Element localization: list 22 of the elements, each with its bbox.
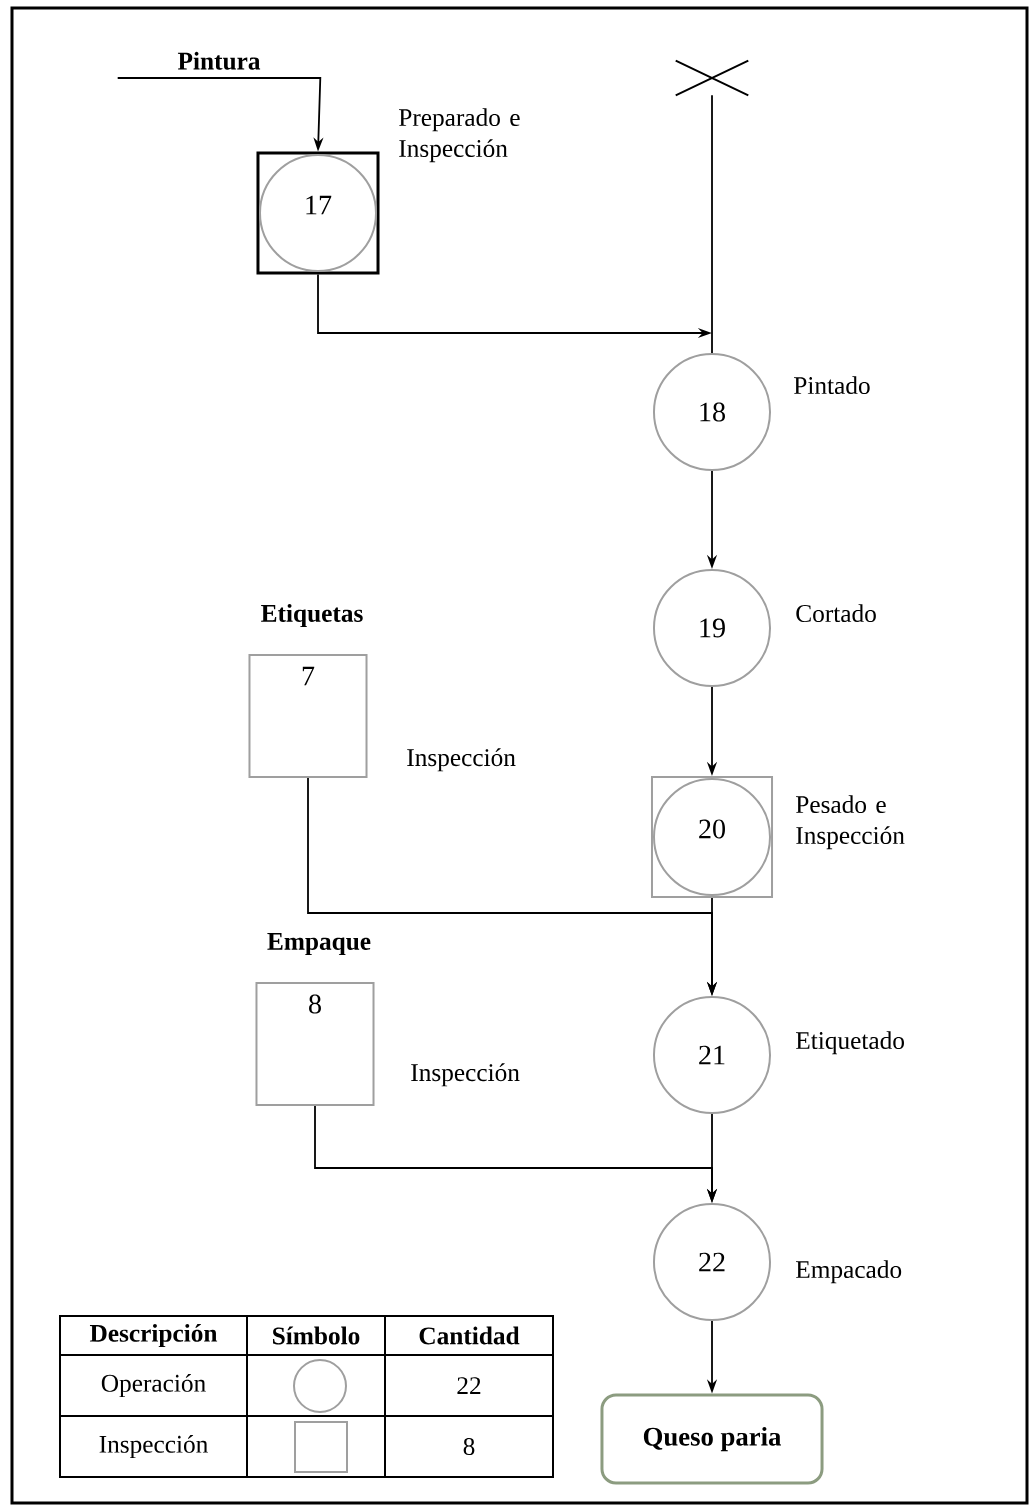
terminal-box: Queso paria: [600, 1393, 824, 1485]
table-header: Símbolo: [273, 1326, 360, 1345]
step-description: Pintado: [794, 376, 870, 395]
table-header: Cantidad: [419, 1326, 520, 1345]
step-description: Empacado: [796, 1260, 902, 1284]
table-cell: Operación: [101, 1374, 206, 1397]
step-description: Preparado e Inspección: [399, 108, 520, 163]
step-description: Etiquetado: [796, 1031, 904, 1055]
inspection-box: 7: [248, 654, 368, 778]
step-description: Inspección: [407, 748, 516, 772]
table-cell: Inspección: [99, 1435, 208, 1458]
step-description: Cortado: [796, 604, 876, 623]
step-description: Inspección: [411, 1063, 520, 1087]
table-header: Descripción: [89, 1324, 218, 1347]
inspection-box: 8: [255, 982, 375, 1106]
table-cell: 22: [457, 1377, 481, 1394]
material-label: Empaque: [267, 933, 371, 955]
material-label: Etiquetas: [261, 604, 363, 627]
material-label: Pintura: [177, 51, 261, 70]
cross-symbol: [674, 59, 750, 97]
step-description: Pesado e Inspección: [796, 795, 905, 850]
table-cell: 8: [463, 1438, 475, 1456]
